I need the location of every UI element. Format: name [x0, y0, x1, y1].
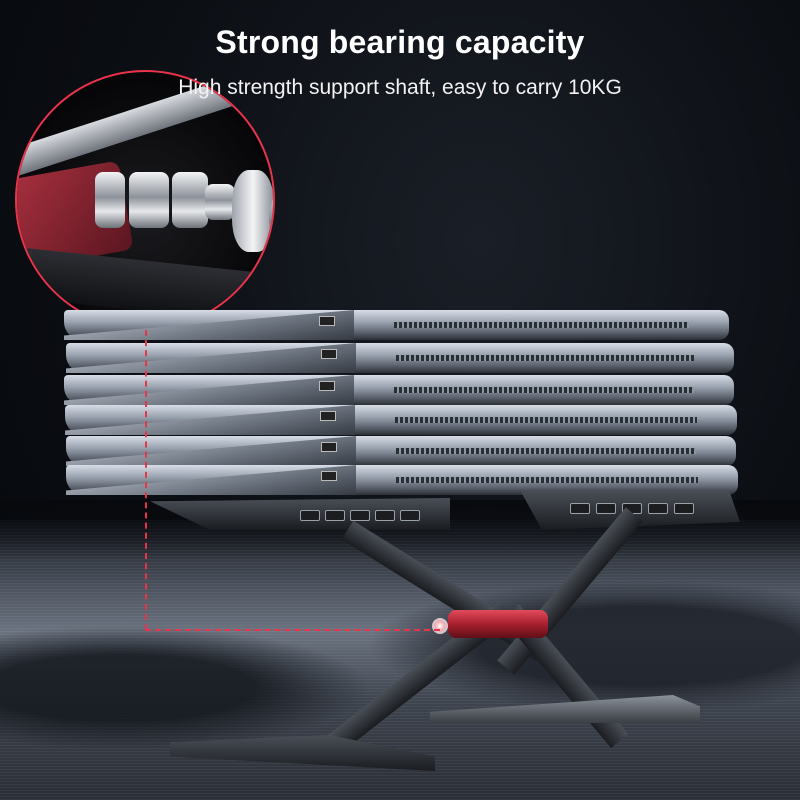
laptop	[66, 436, 736, 466]
vent-slot	[596, 503, 616, 514]
laptop-lid	[64, 375, 354, 405]
bearing-detail-callout	[15, 70, 275, 330]
flange-nut-icon	[232, 170, 273, 252]
usb-port-icon	[320, 411, 336, 421]
end-cap-disc-icon	[269, 180, 273, 264]
headline: Strong bearing capacity	[215, 24, 585, 60]
laptop-lid	[65, 405, 355, 435]
vent-slot	[400, 510, 420, 521]
laptop	[64, 375, 734, 405]
vent-grille	[394, 387, 694, 393]
vent-slot	[350, 510, 370, 521]
vent-slot	[375, 510, 395, 521]
laptop-lid	[66, 436, 356, 466]
vent-slot	[648, 503, 668, 514]
vent-grille	[396, 355, 694, 361]
annotation-dashed-line-horizontal	[145, 629, 440, 631]
laptop	[64, 310, 729, 340]
usb-port-icon	[319, 381, 335, 391]
hex-bolt-icon	[205, 184, 235, 220]
usb-port-icon	[321, 349, 337, 359]
vent-slot	[674, 503, 694, 514]
laptop-lid	[66, 465, 356, 495]
vent-slot	[325, 510, 345, 521]
shaft-endpoint-highlight	[432, 618, 448, 634]
vent-grille	[394, 322, 689, 328]
red-hinge-shaft	[448, 610, 548, 638]
laptop-lid	[66, 343, 356, 373]
vent-grille	[396, 477, 698, 483]
vent-slot	[300, 510, 320, 521]
laptop	[65, 405, 737, 435]
vent-grille	[395, 417, 697, 423]
annotation-dashed-line-vertical	[145, 330, 147, 630]
ball-bearing-icon	[129, 172, 169, 228]
laptop-lid	[64, 310, 354, 340]
vent-slot	[570, 503, 590, 514]
vent-grille	[396, 448, 696, 454]
usb-port-icon	[319, 316, 335, 326]
laptop	[66, 343, 734, 373]
ball-bearing-icon	[172, 172, 208, 228]
needle-bearing-icon	[95, 172, 125, 228]
usb-port-icon	[321, 442, 337, 452]
subheadline: High strength support shaft, easy to car…	[178, 76, 622, 99]
usb-port-icon	[321, 471, 337, 481]
